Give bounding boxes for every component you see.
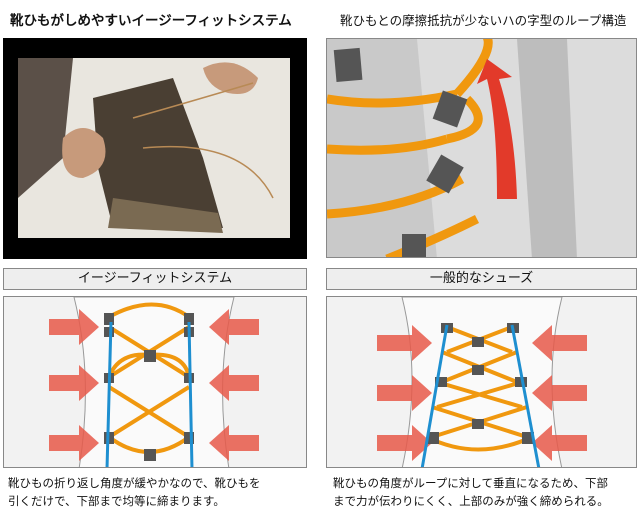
normal-shoes-caption-line-2: まで力が伝わりにくく、上部のみが強く締められる。	[333, 494, 609, 508]
normal-shoes-caption-line-1: 靴ひもの角度がループに対して垂直になるため、下部	[333, 476, 608, 490]
easy-fit-caption: 靴ひもの折り返し角度が緩やかなので、靴ひもを 引くだけで、下部まで均等に締まりま…	[8, 474, 261, 510]
tension-arrow-icon	[477, 59, 517, 199]
easy-fit-caption-line-2: 引くだけで、下部まで均等に締まります。	[8, 494, 225, 508]
easy-fit-caption-line-1: 靴ひもの折り返し角度が緩やかなので、靴ひもを	[8, 476, 261, 490]
normal-shoes-lacing-diagram	[326, 296, 637, 468]
loop-structure-title: 靴ひもとの摩擦抵抗が少ないハの字型のループ構造	[340, 13, 627, 28]
main-title: 靴ひもがしめやすいイージーフィットシステム	[10, 13, 292, 29]
easy-fit-lacing-diagram	[3, 296, 307, 468]
loop-closeup-diagram	[326, 38, 637, 258]
boot-lacing-photo	[3, 38, 307, 259]
normal-shoes-caption: 靴ひもの角度がループに対して垂直になるため、下部 まで力が伝わりにくく、上部のみ…	[333, 474, 609, 510]
easy-fit-label: イージーフィットシステム	[3, 268, 307, 290]
normal-shoes-label: 一般的なシューズ	[326, 268, 637, 290]
